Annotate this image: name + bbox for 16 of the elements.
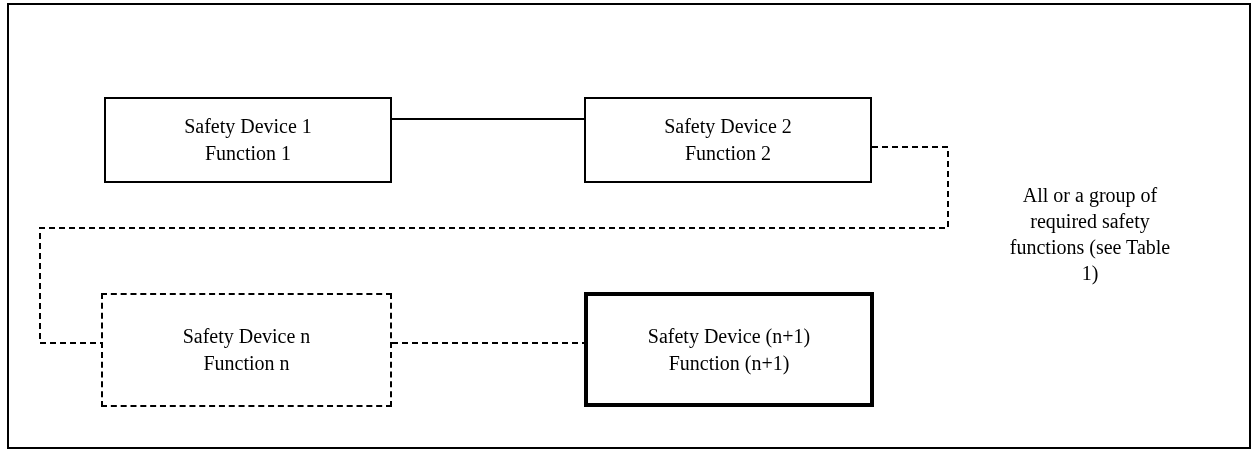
note-text: All or a group of required safety functions (see Table 1) [1008,183,1172,286]
device-name: Safety Device n [182,324,311,350]
device-name: Safety Device (n+1) [647,323,811,350]
function-name: Function n [203,351,290,376]
device-name: Safety Device 1 [184,114,312,140]
device-box [584,97,872,183]
device-box [104,97,392,183]
device-box [101,293,392,407]
connector-line [391,118,585,120]
function-name: Function 2 [684,141,772,166]
connector-line [391,342,585,344]
device-name: Safety Device 2 [664,114,792,140]
function-name: Function 1 [204,141,292,166]
connector-line [39,146,949,344]
device-box [584,292,874,407]
function-name: Function (n+1) [668,350,790,377]
